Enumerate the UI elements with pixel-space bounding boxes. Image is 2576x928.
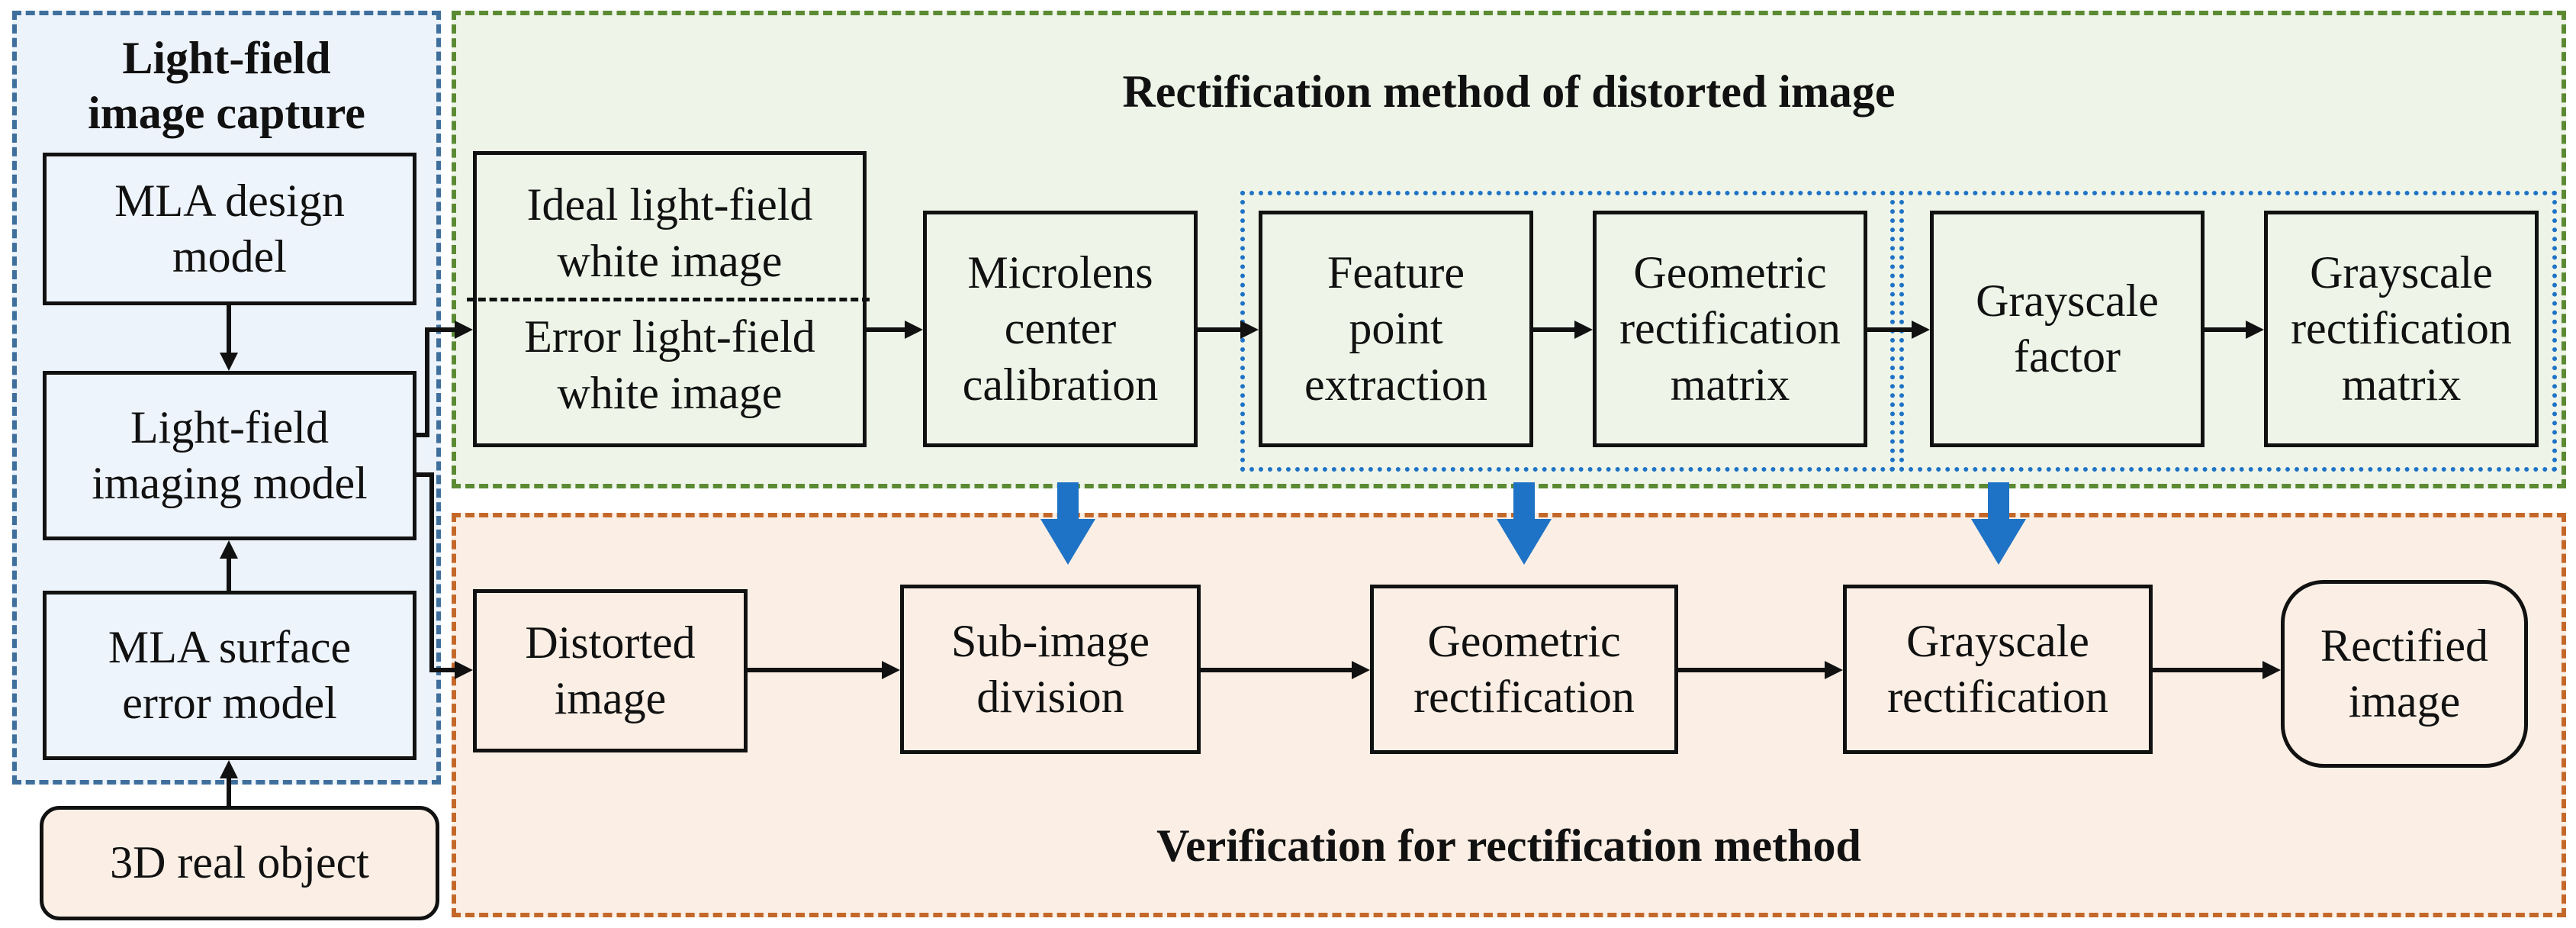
arrowhead-to-grayfactor: [1912, 321, 1930, 339]
ideal-white-line-1: Ideal light-field: [526, 179, 813, 230]
arrowhead-object-error: [220, 760, 238, 778]
geo-matrix-line-1: Geometric: [1633, 247, 1827, 298]
imaging-to-distorted-line: [416, 472, 455, 672]
arrowhead-design-imaging: [220, 353, 238, 371]
geo-matrix-line-3: matrix: [1670, 359, 1790, 410]
grayscale-to-grayrect-arrow: [1971, 482, 2026, 565]
error-white-line-2: white image: [557, 367, 783, 418]
distorted-line-1: Distorted: [525, 617, 696, 668]
mla-design-line-1: MLA design: [114, 175, 345, 226]
grayscale-rectification-box: Grayscale rectification: [1843, 585, 2153, 754]
white-image-divider: [467, 298, 870, 301]
gray-factor-line-2: factor: [2014, 331, 2121, 382]
microlens-line-2: center: [1004, 303, 1117, 354]
arrowhead-to-subimage: [882, 661, 900, 679]
verification-title: Verification for rectification method: [458, 818, 2560, 873]
microlens-line-1: Microlens: [967, 247, 1153, 298]
distorted-line-2: image: [554, 673, 667, 723]
capture-title-line-2: image capture: [88, 88, 365, 138]
geometric-matrix-box: Geometric rectification matrix: [1593, 211, 1867, 447]
geometric-rectification-box: Geometric rectification: [1370, 585, 1678, 754]
error-white-image-text: Error light-field white image: [524, 309, 815, 420]
feature-point-line-1: Feature: [1327, 247, 1465, 298]
capture-title-line-1: Light-field: [122, 33, 331, 83]
ideal-white-image-text: Ideal light-field white image: [527, 177, 813, 288]
subimage-line-1: Sub-image: [951, 615, 1150, 666]
surface-error-line-1: MLA surface: [108, 621, 352, 672]
capture-title: Light-field image capture: [31, 31, 423, 140]
gray-matrix-line-2: rectification: [2291, 303, 2512, 354]
geo-rect-line-1: Geometric: [1427, 615, 1621, 666]
rectified-line-1: Rectified: [2320, 620, 2488, 671]
ideal-white-line-2: white image: [557, 235, 783, 286]
gray-rect-line-1: Grayscale: [1906, 615, 2089, 666]
subimage-division-box: Sub-image division: [900, 585, 1201, 754]
gray-rect-line-2: rectification: [1887, 672, 2108, 722]
arrowhead-to-graymatrix: [2246, 321, 2264, 339]
feature-point-box: Feature point extraction: [1259, 211, 1533, 447]
rectification-title-text: Rectification method of distorted image: [1122, 66, 1896, 117]
real-object-box: 3D real object: [40, 806, 439, 920]
microlens-calibration-box: Microlens center calibration: [923, 211, 1198, 447]
arrowhead-to-distorted: [455, 661, 473, 679]
block-arrows: [1040, 482, 2026, 565]
geo-rect-line-2: rectification: [1413, 672, 1635, 722]
rectified-image-box: Rectified image: [2281, 580, 2528, 768]
mla-design-model-box: MLA design model: [43, 153, 416, 305]
rectified-line-2: image: [2348, 676, 2461, 727]
imaging-model-line-2: imaging model: [92, 458, 368, 508]
arrowhead-error-imaging: [220, 540, 238, 559]
arrowhead-to-rectified: [2262, 661, 2281, 679]
imaging-to-white-line: [416, 327, 455, 437]
gray-matrix-line-3: matrix: [2341, 359, 2462, 410]
error-white-line-1: Error light-field: [524, 311, 815, 362]
arrowheads: [220, 321, 2281, 778]
mla-design-line-2: model: [172, 231, 287, 282]
grayscale-factor-box: Grayscale factor: [1930, 211, 2205, 447]
geo-matrix-line-2: rectification: [1619, 303, 1841, 354]
surface-error-model-box: MLA surface error model: [43, 591, 416, 760]
feature-point-line-3: extraction: [1304, 359, 1487, 410]
gray-factor-line-1: Grayscale: [1976, 275, 2159, 326]
geometric-to-georect-arrow: [1497, 482, 1552, 565]
real-object-label: 3D real object: [110, 837, 369, 888]
feature-point-line-2: point: [1349, 303, 1443, 354]
arrowhead-to-feature: [1240, 321, 1259, 339]
arrowhead-to-geomatrix: [1574, 321, 1593, 339]
imaging-model-line-1: Light-field: [130, 401, 329, 453]
subimage-line-2: division: [976, 672, 1124, 722]
arrowhead-to-white: [455, 321, 473, 339]
microlens-to-subimage-arrow: [1040, 482, 1095, 565]
distorted-image-box: Distorted image: [473, 589, 748, 752]
surface-error-line-2: error model: [122, 678, 337, 728]
rectification-title: Rectification method of distorted image: [458, 64, 2560, 119]
arrowhead-to-georect: [1352, 661, 1370, 679]
arrowhead-to-grayrect: [1825, 661, 1843, 679]
gray-matrix-line-1: Grayscale: [2310, 247, 2493, 298]
imaging-model-box: Light-field imaging model: [43, 371, 416, 540]
arrowhead-to-microlens: [905, 321, 923, 339]
grayscale-matrix-box: Grayscale rectification matrix: [2264, 211, 2539, 447]
microlens-line-3: calibration: [962, 359, 1159, 410]
verification-title-text: Verification for rectification method: [1156, 820, 1861, 871]
